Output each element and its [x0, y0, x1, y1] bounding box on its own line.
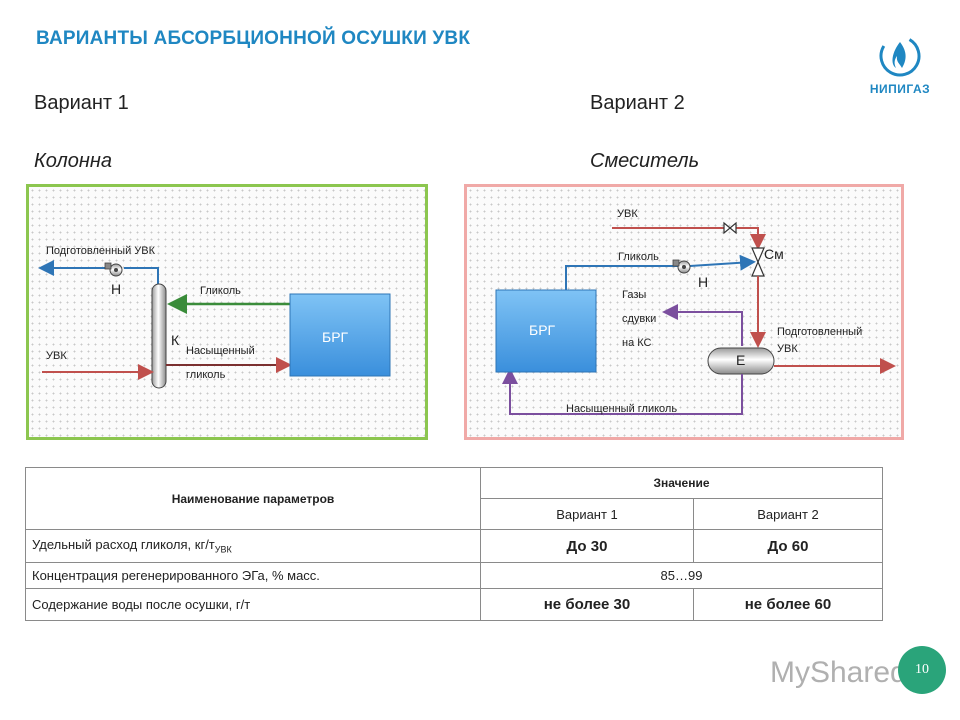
- variant2-heading: Вариант 2: [590, 92, 685, 114]
- table-row: Содержание воды после осушки, г/т не бол…: [25, 588, 883, 621]
- v2-separator-label: Е: [736, 352, 746, 368]
- v2-glycol-line: [565, 254, 756, 290]
- slide-title: ВАРИАНТЫ АБСОРБЦИОННОЙ ОСУШКИ УВК: [36, 28, 471, 49]
- logo-text: НИПИГАЗ: [869, 82, 931, 96]
- v1-glycol-label: Гликоль: [200, 285, 241, 297]
- v2-gases-label-1: Газы: [622, 289, 647, 301]
- v2-pump-label: Н: [698, 274, 709, 290]
- row1-name: Удельный расход гликоля, кг/тУВК: [25, 529, 481, 563]
- variant1-heading: Вариант 1: [34, 92, 129, 114]
- flame-icon: [879, 35, 921, 77]
- row3-name: Содержание воды после осушки, г/т: [25, 588, 481, 621]
- header-param: Наименование параметров: [25, 467, 481, 530]
- v2-gases-label-2: сдувки: [622, 313, 657, 325]
- row3-v2: не более 60: [693, 588, 883, 621]
- v2-gases-label-3: на КС: [622, 337, 652, 349]
- v1-column-label: К: [171, 332, 180, 348]
- v1-treated-gas-line: [38, 260, 159, 286]
- v2-brg-unit: [495, 289, 597, 373]
- v2-blowdown-line: [662, 304, 743, 346]
- v2-saturated-glycol-line: [502, 368, 743, 415]
- v2-feed-gas-label: УВК: [617, 208, 638, 220]
- v1-feed-gas-label: УВК: [46, 350, 67, 362]
- v2-treated-label-1: Подготовленный: [777, 326, 863, 338]
- v2-mixer: [751, 247, 765, 277]
- v1-treated-gas-label: Подготовленный УВК: [46, 245, 155, 257]
- v2-glycol-label: Гликоль: [618, 251, 659, 263]
- row2-name: Концентрация регенерированного ЭГа, % ма…: [25, 562, 481, 589]
- v1-absorber-column: [151, 283, 167, 389]
- row1-v1: До 30: [480, 529, 694, 563]
- row3-v1: не более 30: [480, 588, 694, 621]
- table-row: Концентрация регенерированного ЭГа, % ма…: [25, 562, 883, 589]
- v2-treated-label-2: УВК: [777, 343, 798, 355]
- row1-name-text: Удельный расход гликоля, кг/т: [32, 537, 215, 553]
- v2-brg-label: БРГ: [529, 322, 556, 338]
- header-variant1: Вариант 1: [480, 498, 694, 530]
- row1-name-subscript: УВК: [214, 544, 232, 555]
- variant2-subtitle: Смеситель: [590, 150, 700, 172]
- v2-feed-gas-line: [612, 221, 766, 250]
- v1-pump-icon: [104, 262, 123, 277]
- v2-saturated-label: Насыщенный гликоль: [566, 403, 678, 415]
- row1-v2: До 60: [693, 529, 883, 563]
- header-value: Значение: [480, 467, 883, 499]
- v1-brg-label: БРГ: [322, 329, 349, 345]
- v2-pump-icon: [672, 259, 691, 274]
- row2-merged: 85…99: [480, 562, 883, 589]
- header-variant2: Вариант 2: [693, 498, 883, 530]
- watermark: MyShared: [770, 656, 907, 689]
- page-number: 10: [898, 646, 946, 694]
- variant1-subtitle: Колонна: [34, 150, 113, 172]
- table-row: Удельный расход гликоля, кг/тУВК До 30 Д…: [25, 529, 883, 563]
- v1-saturated-label-2: гликоль: [186, 369, 226, 381]
- process-diagrams: [38, 221, 896, 415]
- v2-valve-icon: [723, 221, 737, 235]
- company-logo: НИПИГАЗ: [864, 34, 936, 104]
- v2-mixer-label: См: [764, 246, 784, 262]
- v1-brg-unit: [289, 293, 391, 377]
- v1-saturated-label-1: Насыщенный: [186, 345, 255, 357]
- parameters-table: Наименование параметров Значение Вариант…: [25, 467, 883, 621]
- v1-pump-label: Н: [111, 281, 122, 297]
